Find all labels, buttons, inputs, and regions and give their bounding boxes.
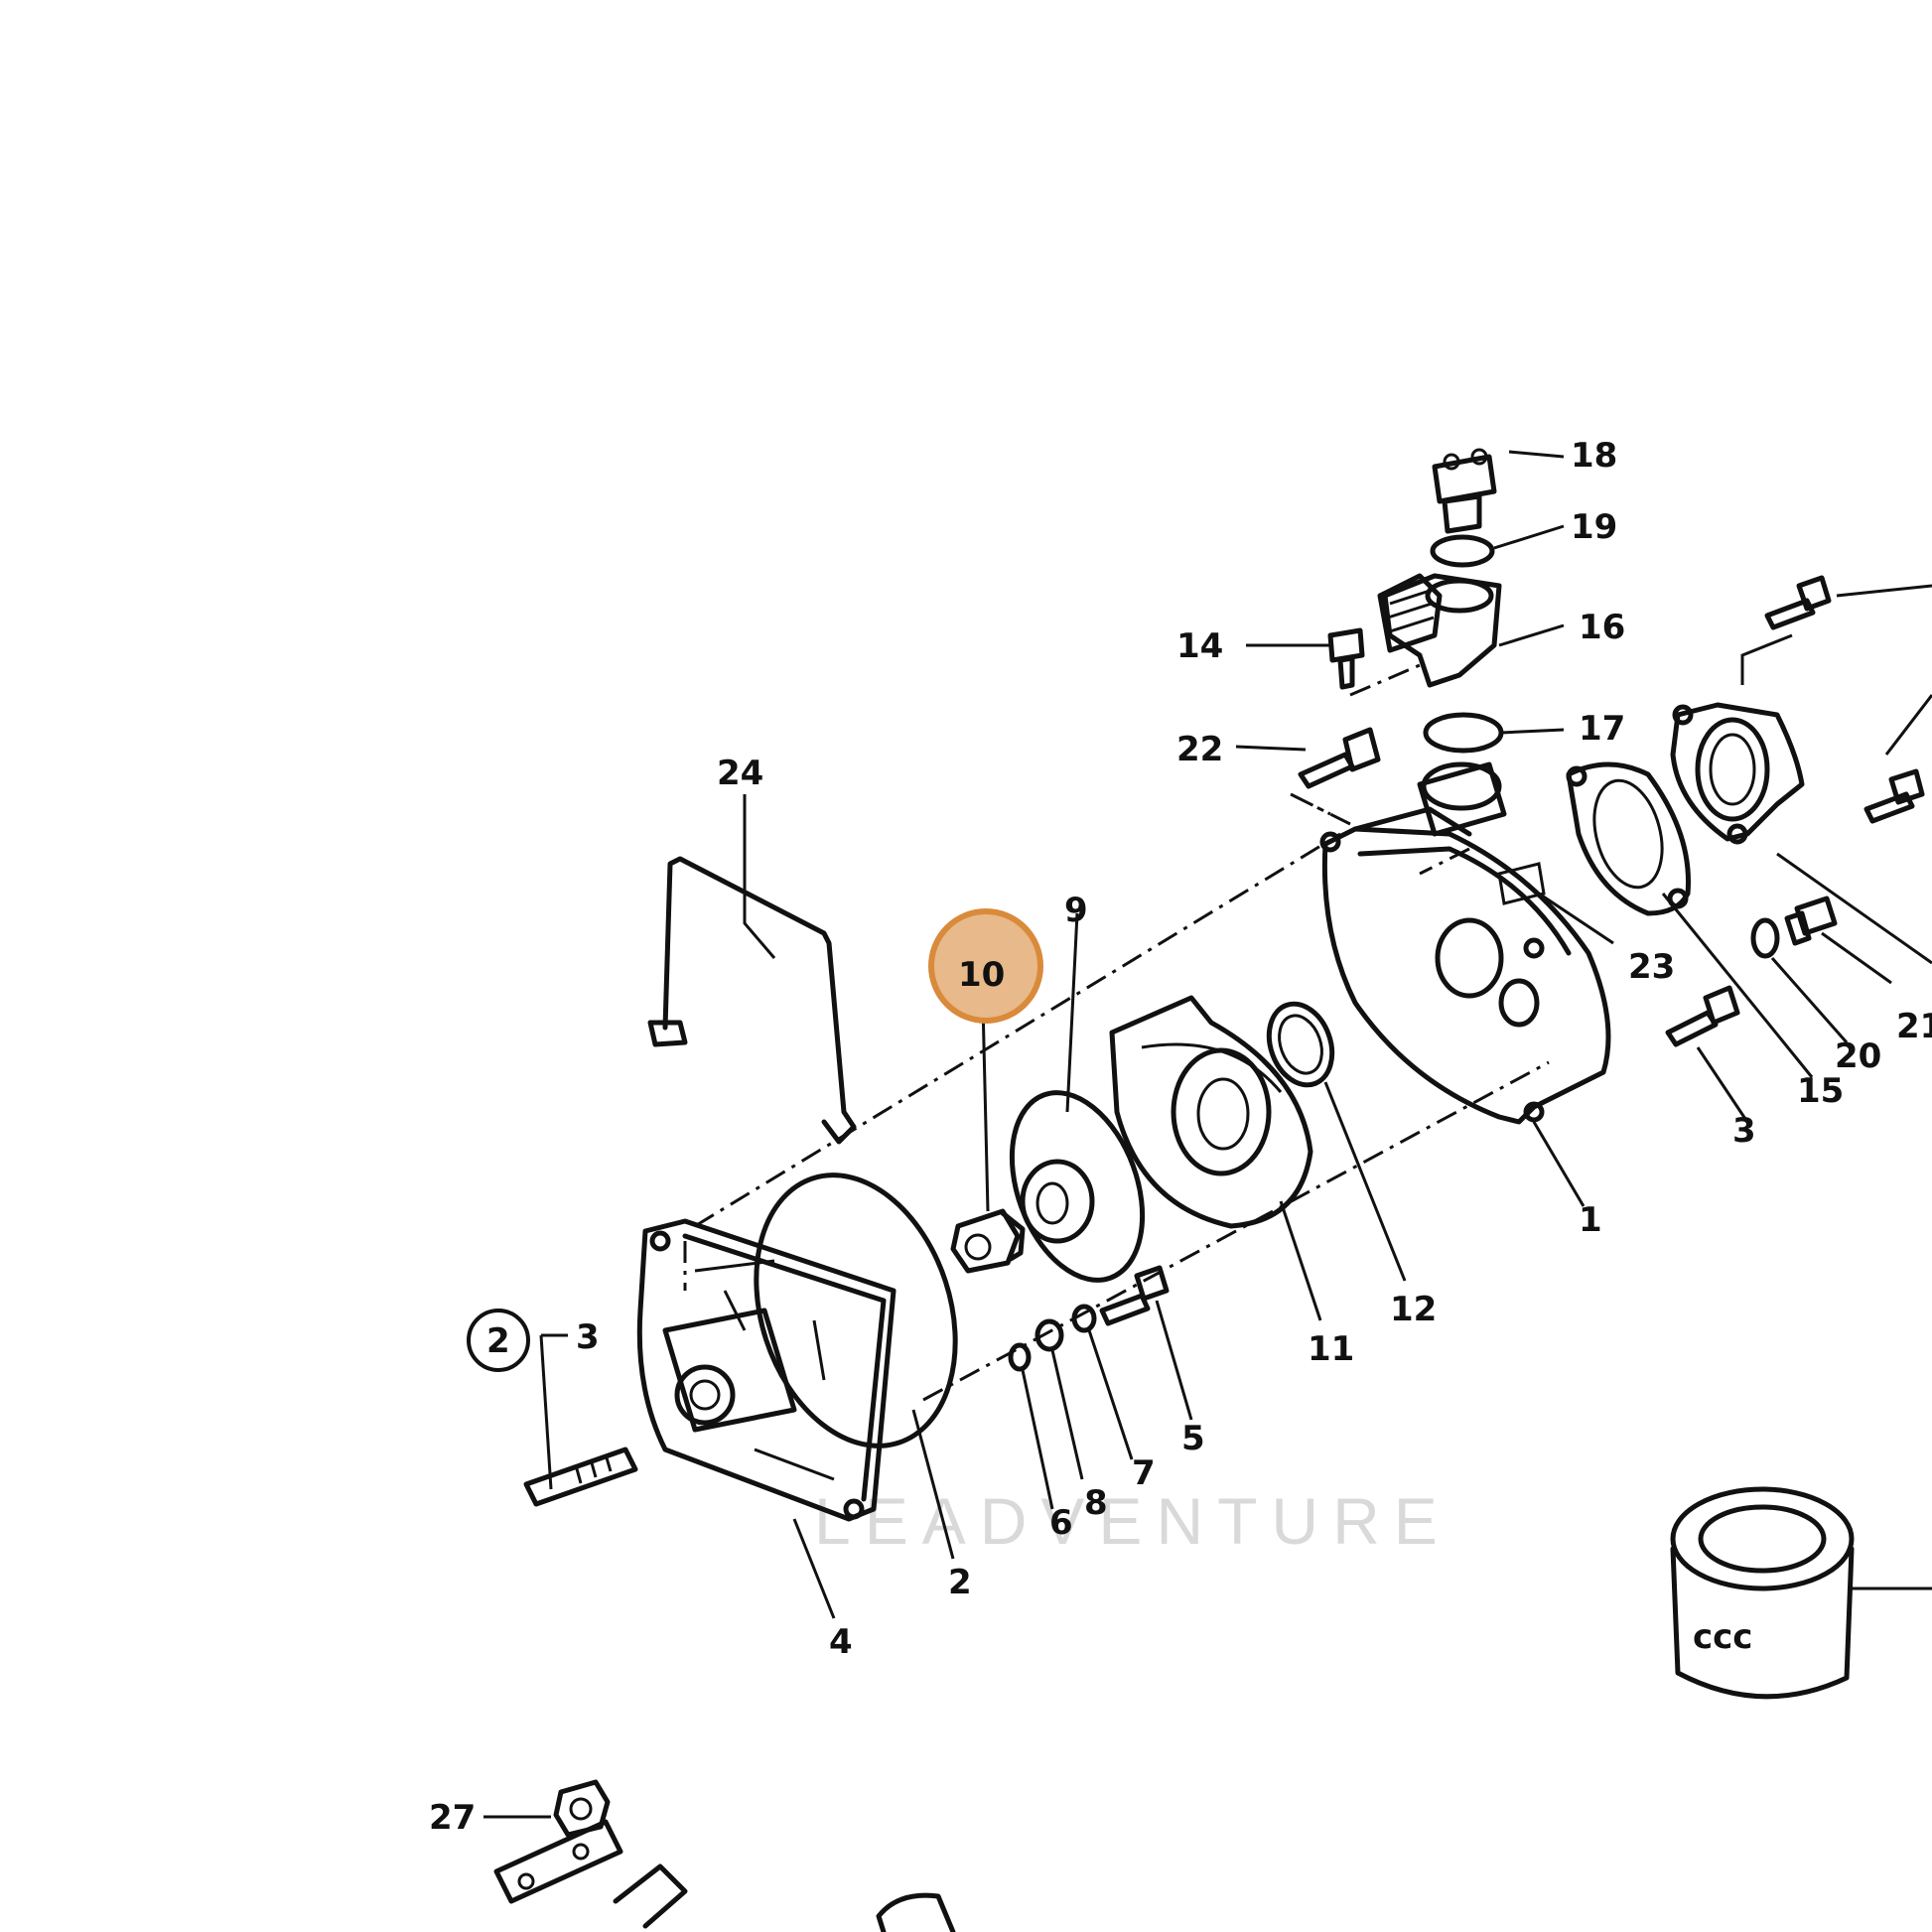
volute-casing-part-11[interactable] (1109, 995, 1313, 1229)
seal-ring-part-12[interactable] (1258, 995, 1342, 1093)
filler-cap-part-18[interactable] (1432, 448, 1497, 534)
o-ring-part-2[interactable] (723, 1149, 988, 1471)
callout-23: 23 (1628, 947, 1675, 987)
bracket-plate[interactable] (493, 1819, 623, 1904)
callout-8: 8 (1084, 1483, 1108, 1523)
plug-part-21[interactable] (1784, 896, 1838, 946)
callout-22: 22 (1176, 730, 1223, 769)
washer-part-19[interactable] (1430, 534, 1495, 568)
drain-plug-part-10[interactable] (950, 1208, 1026, 1274)
impeller-plate-part-9[interactable] (988, 1074, 1167, 1298)
bolt-mid-right[interactable] (1863, 768, 1925, 824)
callout-3-right: 3 (1732, 1111, 1756, 1151)
callout-14: 14 (1176, 626, 1223, 666)
washer-part-7[interactable] (1071, 1304, 1097, 1333)
washer-part-6[interactable] (1008, 1342, 1032, 1372)
filter-canister[interactable]: ccc (1670, 1486, 1855, 1700)
callout-4: 4 (829, 1622, 853, 1662)
callout-labels: 10 18 19 16 17 14 22 24 9 23 20 21 15 3 … (429, 436, 1932, 1838)
callout-10: 10 (958, 955, 1005, 995)
bolt-part-22[interactable] (1298, 727, 1381, 789)
stud-part-3[interactable] (523, 1447, 638, 1507)
bolt-part-3-right[interactable] (1665, 985, 1740, 1047)
tube-part[interactable] (613, 1863, 956, 1932)
bleed-screw-part-14[interactable] (1327, 627, 1365, 690)
callout-15: 15 (1797, 1071, 1844, 1111)
elbow-fitting-part-16[interactable] (1377, 573, 1502, 688)
callout-20: 20 (1835, 1036, 1881, 1076)
callout-17: 17 (1579, 709, 1625, 749)
washer-part-20[interactable] (1750, 917, 1780, 959)
callout-circled-2: 2 (467, 1309, 530, 1372)
highlight-circle-part-10[interactable] (928, 908, 1043, 1024)
callout-2: 2 (948, 1563, 972, 1602)
front-cover-part-4[interactable] (636, 1218, 897, 1522)
assembly-axis-line (683, 663, 1550, 1402)
callout-11: 11 (1308, 1329, 1354, 1369)
callout-9: 9 (1064, 891, 1088, 930)
callout-12: 12 (1390, 1290, 1437, 1329)
svg-text:2: 2 (486, 1321, 510, 1361)
watermark-text: LEADVENTURE (814, 1484, 1451, 1558)
bolt-part-5[interactable] (1099, 1265, 1170, 1326)
callout-27: 27 (429, 1798, 476, 1838)
callout-19: 19 (1571, 507, 1617, 547)
callout-3-left: 3 (576, 1317, 600, 1357)
washer-part-8[interactable] (1035, 1318, 1064, 1352)
gasket-part-23[interactable] (1566, 761, 1691, 916)
wire-bracket-part-24[interactable] (647, 856, 857, 1145)
callout-21: 21 (1896, 1007, 1932, 1046)
callout-24: 24 (717, 754, 763, 793)
callout-7: 7 (1132, 1453, 1156, 1493)
leader-lines (483, 450, 1932, 1819)
filter-vent-marks: ccc (1693, 1617, 1752, 1657)
callout-6: 6 (1049, 1503, 1073, 1543)
callout-18: 18 (1571, 436, 1617, 476)
pump-housing-part-1[interactable] (1319, 761, 1611, 1125)
callout-5: 5 (1181, 1419, 1205, 1458)
o-ring-part-17[interactable] (1423, 712, 1504, 754)
flange-cover-part-15[interactable] (1670, 702, 1805, 845)
bolt-upper-right[interactable] (1764, 575, 1832, 630)
callout-16: 16 (1579, 608, 1625, 647)
callout-1: 1 (1579, 1200, 1602, 1240)
